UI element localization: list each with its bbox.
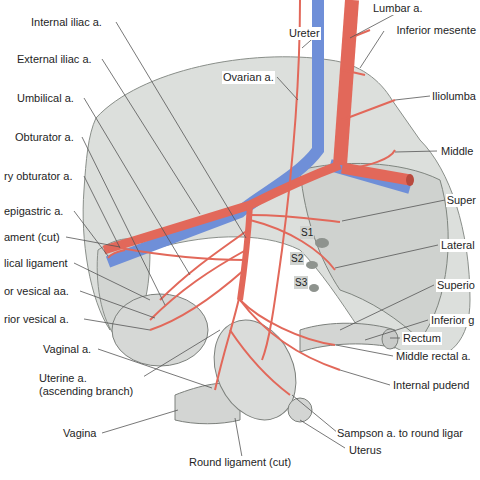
anatomy-label: Ureter <box>288 27 321 40</box>
anatomy-label: lical ligament <box>3 257 69 270</box>
anatomy-label: Inferior mesente <box>396 24 477 37</box>
anatomy-label: rior vesical a. <box>3 313 70 326</box>
anatomy-label: ament (cut) <box>3 231 61 244</box>
anatomy-label: Umbilical a. <box>16 92 75 105</box>
sacrum <box>300 163 448 340</box>
anatomy-label: External iliac a. <box>16 53 93 66</box>
anatomy-label: Internal pudend <box>392 379 470 392</box>
anatomy-label: Sampson a. to round ligar <box>336 427 464 440</box>
anatomy-label: epigastric a. <box>3 205 64 218</box>
anatomy-label: Super <box>446 194 477 207</box>
artery-branches <box>108 0 395 395</box>
anatomy-label: Lateral <box>440 239 476 252</box>
anatomy-label: or vesical aa. <box>3 285 70 298</box>
anatomy-label: Obturator a. <box>14 131 75 144</box>
uterus <box>199 307 312 433</box>
sacral-foramen <box>306 261 318 269</box>
iliac-artery <box>342 168 410 180</box>
anatomy-label: Superio <box>436 279 476 292</box>
vertebra-label: S3 <box>294 276 308 289</box>
anatomy-label: Vagina <box>62 427 97 440</box>
anatomy-label: Vaginal a. <box>42 343 92 356</box>
bladder <box>112 294 208 366</box>
iliac-artery <box>104 165 340 250</box>
anatomy-label: Iliolumba <box>431 90 477 103</box>
rectum <box>300 323 395 352</box>
anatomy-label: Uterine a. (ascending branch) <box>38 372 144 398</box>
sacral-foramen <box>309 284 319 292</box>
vertebra-label: S1 <box>300 226 314 239</box>
anatomy-label: Ovarian a. <box>222 71 275 84</box>
cut-artery <box>406 174 414 186</box>
anatomy-label: Lumbar a. <box>372 2 424 15</box>
anatomy-label: Rectum <box>402 332 442 345</box>
anatomy-label: ry obturator a. <box>3 170 73 183</box>
anatomy-label: Round ligament (cut) <box>188 456 292 469</box>
vein <box>330 165 410 188</box>
anatomy-label: Middle <box>440 145 474 158</box>
sacral-foramen <box>315 238 329 248</box>
vein <box>108 0 318 262</box>
vertebra-label: S2 <box>290 252 304 265</box>
anatomy-label: Internal iliac a. <box>30 16 103 29</box>
anatomy-label: Uterus <box>348 444 382 457</box>
anatomy-label: Middle rectal a. <box>395 350 472 363</box>
aorta <box>340 0 352 165</box>
anatomy-label: Inferior g <box>430 314 475 327</box>
